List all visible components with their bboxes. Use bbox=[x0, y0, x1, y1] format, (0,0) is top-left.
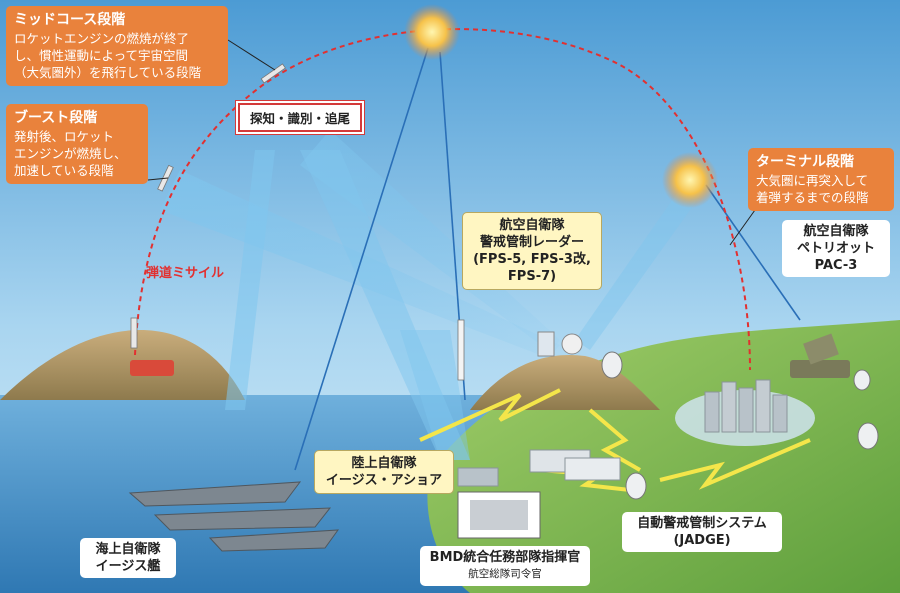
midcourse-phase-text: （大気圏外）を飛行している段階 bbox=[14, 65, 202, 80]
leader-line bbox=[729, 209, 756, 246]
midcourse-phase-title: ミッドコース段階 bbox=[14, 12, 126, 28]
launch-island bbox=[0, 330, 245, 400]
comm-link bbox=[588, 408, 641, 472]
aegis-ashore-label: 陸上自衛隊 イージス・アショア bbox=[314, 450, 454, 494]
bmd-commander-subtitle: 航空総隊司令官 bbox=[468, 568, 542, 580]
patriot-label: 航空自衛隊 ペトリオット PAC-3 bbox=[782, 220, 890, 277]
boost-phase-text: エンジンが燃焼し、 bbox=[14, 146, 127, 161]
air-defense-radar-label: 航空自衛隊 警戒管制レーダー (FPS-5, FPS-3改, FPS-7) bbox=[462, 212, 602, 290]
radar-beam bbox=[575, 160, 715, 350]
radar-label-line: 航空自衛隊 bbox=[499, 218, 565, 233]
patriot-launcher-icon bbox=[790, 360, 850, 378]
bmd-commander-label: BMD統合任務部隊指揮官 航空総隊司令官 bbox=[420, 546, 590, 586]
detect-track-label: 探知・識別・追尾 bbox=[238, 103, 363, 132]
patriot-label-line: 航空自衛隊 bbox=[803, 224, 869, 239]
midcourse-phase-box: ミッドコース段階 ロケットエンジンの燃焼が終了 し、慣性運動によって宇宙空間 （… bbox=[6, 6, 228, 86]
comm-link bbox=[419, 388, 561, 442]
facility-building-icon bbox=[564, 457, 621, 481]
ballistic-missile-label: 弾道ミサイル bbox=[146, 266, 225, 281]
command-room-icon bbox=[470, 500, 528, 530]
leader-line bbox=[147, 177, 169, 181]
antenna-dish-icon bbox=[625, 472, 647, 500]
antenna-dish-icon bbox=[601, 351, 623, 379]
building-icon bbox=[738, 387, 754, 433]
aegis-ship-icon bbox=[208, 529, 340, 552]
building-icon bbox=[721, 381, 737, 433]
missile-icon bbox=[260, 63, 286, 84]
patriot-label-line: PAC-3 bbox=[814, 258, 858, 273]
radar-label-line: FPS-7) bbox=[507, 269, 557, 284]
antenna-dish-icon bbox=[857, 422, 879, 450]
radar-dome-icon bbox=[561, 333, 583, 355]
intercept-burst-icon bbox=[404, 4, 460, 60]
terminal-phase-title: ターミナル段階 bbox=[756, 154, 854, 170]
aegis-label-line: イージス艦 bbox=[95, 559, 161, 574]
midcourse-phase-text: し、慣性運動によって宇宙空間 bbox=[14, 48, 189, 63]
radar-panel-icon bbox=[537, 331, 555, 357]
building-icon bbox=[755, 379, 771, 433]
building-icon bbox=[704, 391, 720, 433]
interceptor-missile-icon bbox=[457, 319, 465, 381]
building-icon bbox=[772, 394, 788, 433]
interceptor-trail bbox=[705, 184, 801, 321]
ashore-facility-icon bbox=[457, 467, 499, 487]
ashore-label-line: イージス・アショア bbox=[325, 473, 443, 488]
missile-icon bbox=[130, 317, 138, 349]
boost-phase-box: ブースト段階 発射後、ロケット エンジンが燃焼し、 加速している段階 bbox=[6, 104, 148, 184]
interceptor-trail bbox=[294, 47, 429, 471]
radar-beam bbox=[300, 130, 560, 352]
boost-phase-text: 加速している段階 bbox=[14, 163, 114, 178]
jadge-label: 自動警戒管制システム (JADGE) bbox=[622, 512, 782, 552]
terminal-phase-text: 大気圏に再突入して bbox=[756, 173, 869, 188]
intercept-burst-icon bbox=[662, 152, 718, 208]
ship-beam bbox=[225, 150, 275, 410]
antenna-dish-icon bbox=[853, 369, 871, 391]
patriot-launcher-icon bbox=[803, 333, 839, 365]
midcourse-phase-text: ロケットエンジンの燃焼が終了 bbox=[14, 31, 190, 46]
terminal-phase-text: 着弾するまでの段階 bbox=[756, 190, 869, 205]
patriot-label-line: ペトリオット bbox=[796, 241, 875, 256]
boost-phase-text: 発射後、ロケット bbox=[14, 129, 115, 144]
jadge-label-line: 自動警戒管制システム bbox=[637, 516, 767, 531]
launcher-truck-icon bbox=[130, 360, 174, 376]
ashore-beam bbox=[300, 150, 470, 460]
aegis-ship-icon bbox=[153, 507, 332, 531]
ashore-label-line: 陸上自衛隊 bbox=[351, 456, 417, 471]
comm-link bbox=[659, 438, 811, 490]
aegis-label-line: 海上自衛隊 bbox=[95, 542, 161, 557]
boost-phase-title: ブースト段階 bbox=[14, 110, 98, 126]
bmd-commander-title: BMD統合任務部隊指揮官 bbox=[429, 550, 581, 565]
leader-line bbox=[227, 39, 276, 71]
aegis-ship-icon bbox=[128, 481, 302, 507]
radar-label-line: 警戒管制レーダー bbox=[479, 235, 584, 250]
aegis-destroyer-label: 海上自衛隊 イージス艦 bbox=[80, 538, 176, 578]
radar-label-line: (FPS-5, FPS-3改, bbox=[473, 252, 591, 267]
jadge-label-line: (JADGE) bbox=[673, 533, 731, 548]
terminal-phase-box: ターミナル段階 大気圏に再突入して 着弾するまでの段階 bbox=[748, 148, 894, 211]
